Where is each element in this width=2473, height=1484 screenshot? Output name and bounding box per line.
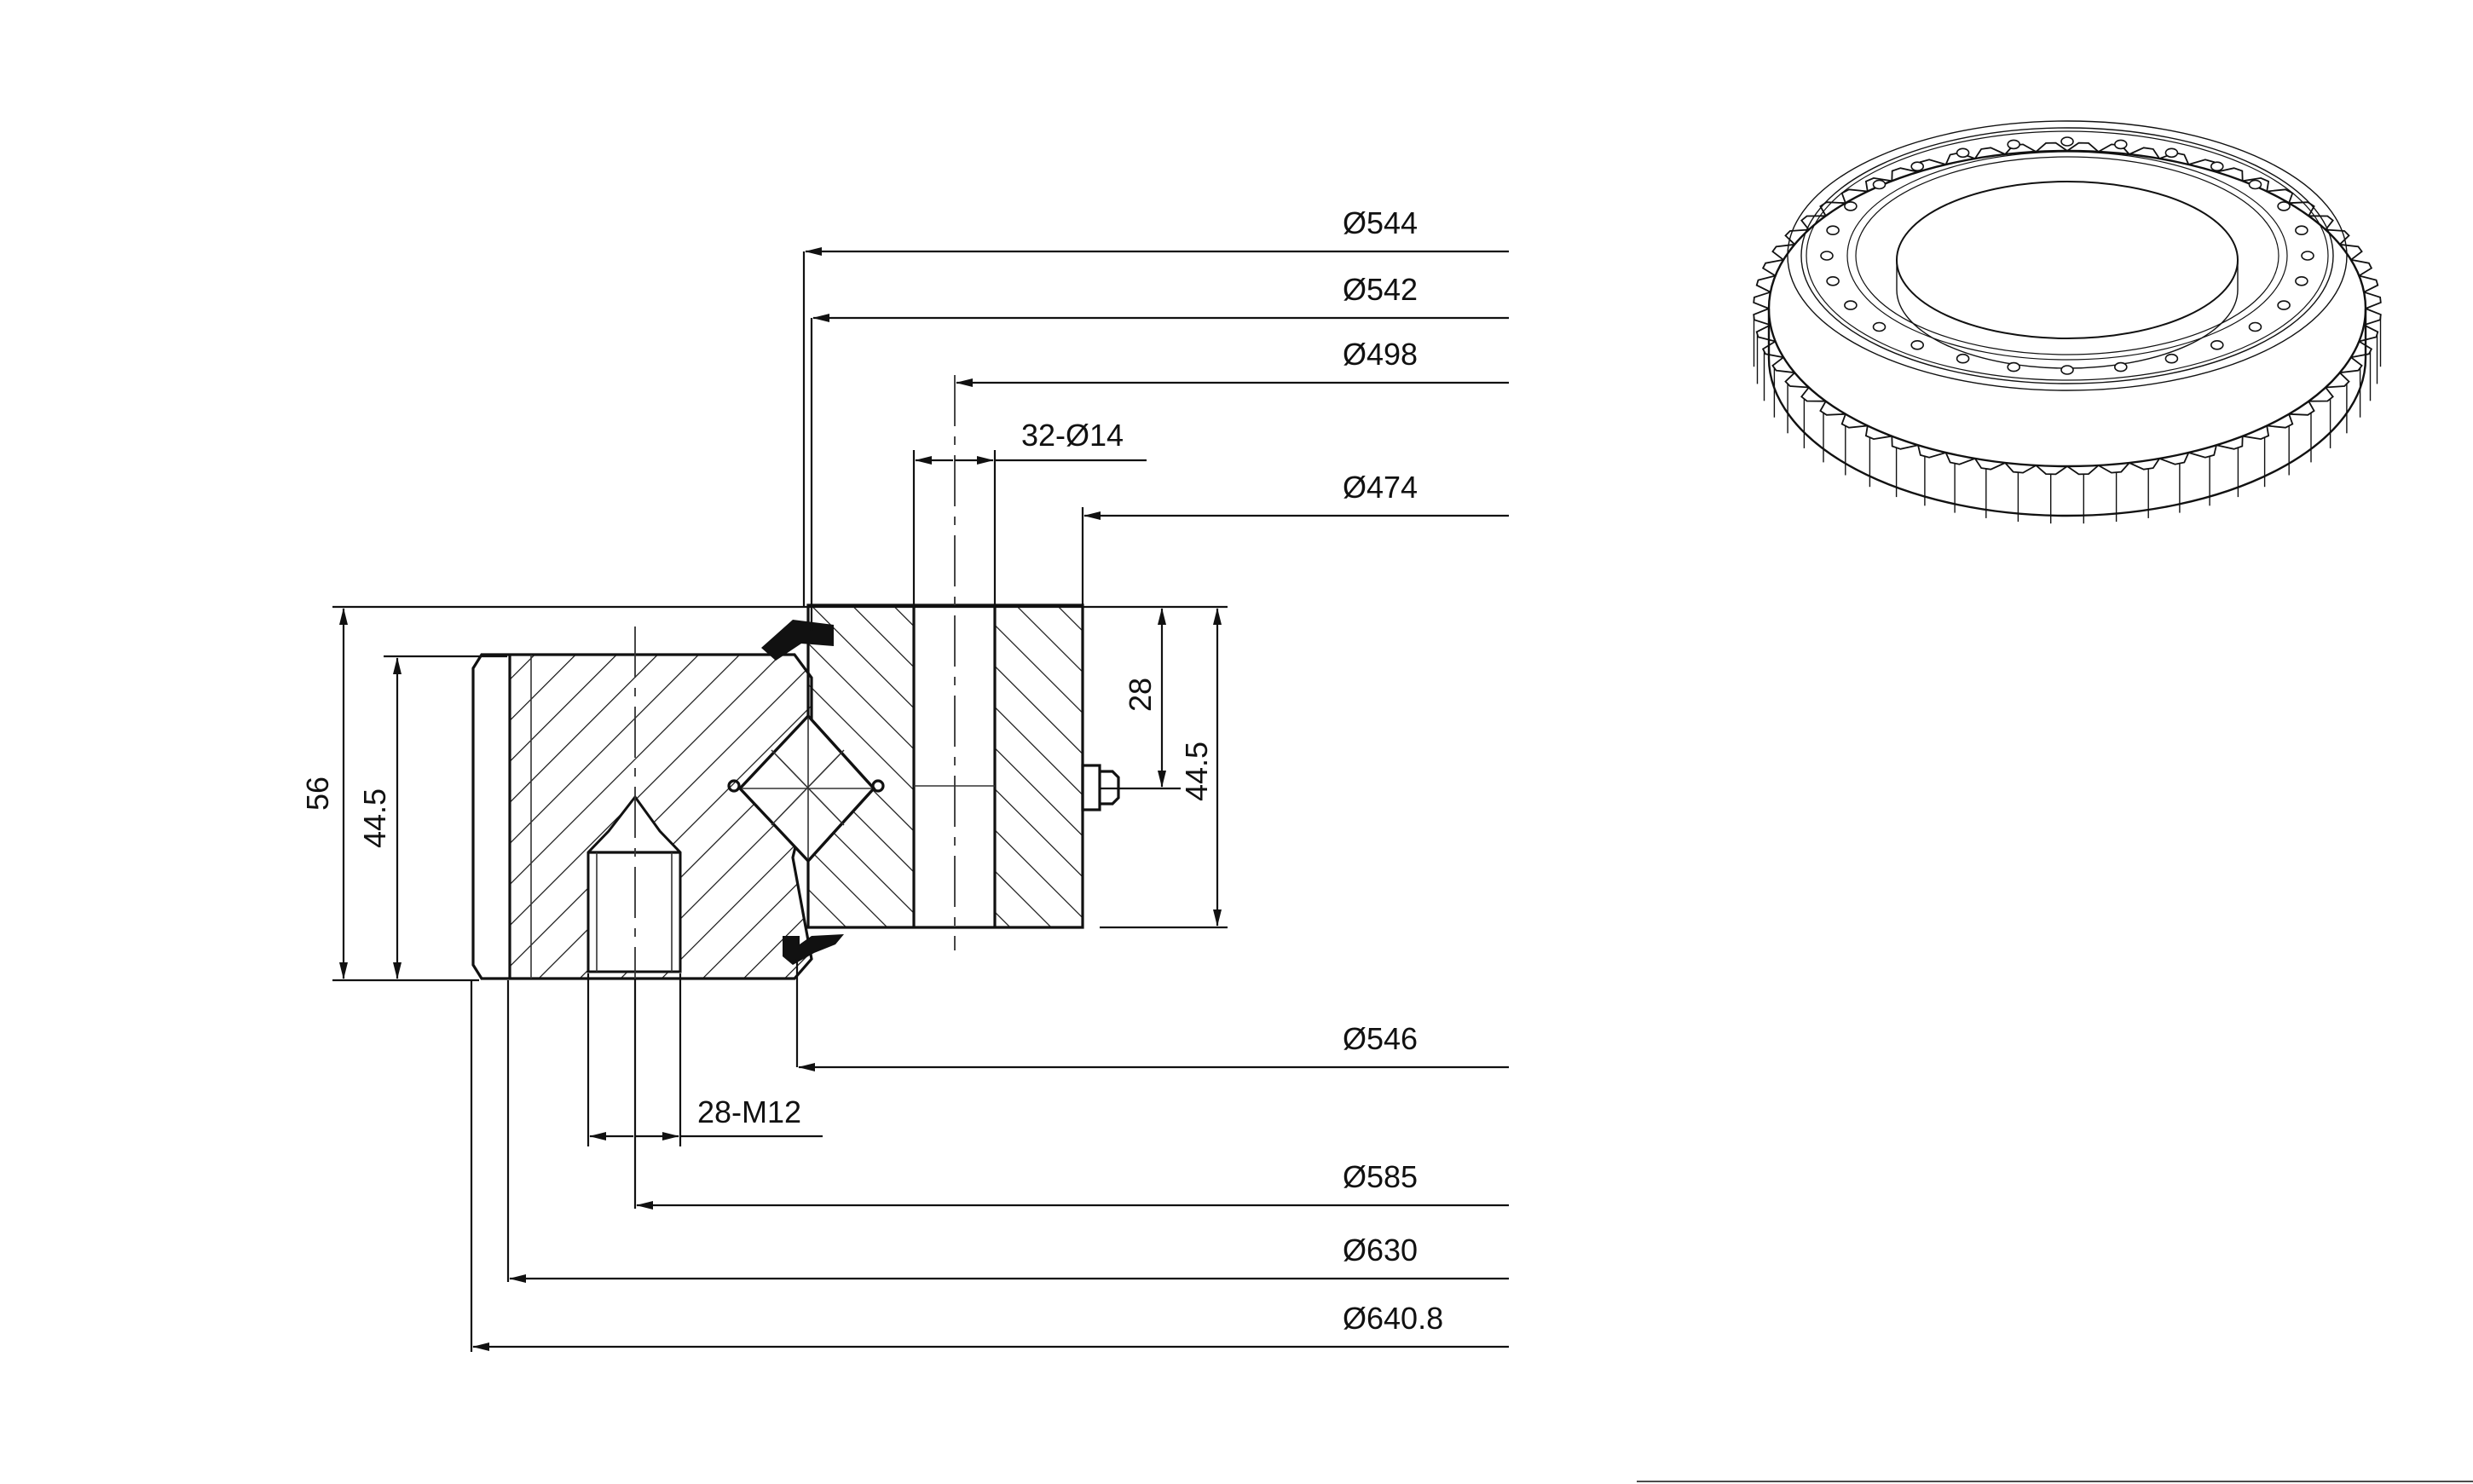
mounting-hole (2295, 275, 2308, 286)
dim-d474: Ø474 (1343, 470, 1418, 505)
height-dimensions: 56 44.5 28 44.5 (300, 605, 1228, 982)
gear-tooth (1761, 258, 1784, 277)
seals (761, 620, 844, 965)
mounting-hole (1820, 251, 1834, 261)
dim-threaded-holes: 28-M12 (697, 1094, 801, 1129)
cross-section (471, 375, 1120, 980)
gear-tooth (2363, 308, 2382, 326)
bearing-3d-view (1753, 120, 2382, 524)
mounting-hole (2210, 161, 2224, 171)
mounting-hole (2164, 147, 2179, 159)
dim-inner-ring-height: 44.5 (1179, 742, 1214, 801)
inner-ring-section (806, 375, 1120, 950)
dim-total-height: 56 (300, 777, 335, 811)
mounting-hole (1956, 353, 1970, 364)
mounting-hole (2277, 300, 2291, 310)
gear-tooth (1771, 243, 1795, 261)
mounting-hole (1872, 179, 1887, 190)
gear-tooth (2035, 141, 2068, 153)
gear-tooth (2066, 141, 2100, 153)
gear-tooth (1753, 291, 1771, 309)
mounting-hole (2277, 201, 2291, 211)
dim-inner-center-height: 28 (1123, 678, 1158, 712)
dim-d544: Ø544 (1343, 205, 1418, 240)
mounting-hole (1844, 201, 1858, 211)
dim-d630: Ø630 (1343, 1233, 1418, 1267)
mounting-hole (1910, 339, 1924, 350)
gear-tooth (2267, 188, 2294, 204)
gear-tooth (2363, 291, 2382, 309)
dim-through-holes: 32-Ø14 (1021, 418, 1124, 453)
mounting-hole (1844, 300, 1858, 310)
crossed-roller (727, 713, 885, 863)
mounting-hole (2164, 353, 2179, 364)
mounting-hole (2060, 136, 2074, 147)
mounting-hole (2210, 339, 2224, 350)
mounting-hole (1826, 225, 1840, 236)
mounting-hole (2114, 361, 2128, 372)
mounting-hole (2248, 179, 2262, 190)
mounting-hole (2248, 321, 2262, 332)
mounting-holes (1820, 136, 2314, 375)
dim-d640-8: Ø640.8 (1343, 1301, 1443, 1336)
dim-d542: Ø542 (1343, 272, 1418, 307)
dim-d498: Ø498 (1343, 337, 1418, 372)
mounting-hole (1872, 321, 1887, 332)
dim-d585: Ø585 (1343, 1159, 1418, 1194)
gear-tooth (1753, 308, 1771, 326)
gear-tooth (1974, 147, 2006, 159)
dim-outer-ring-height: 44.5 (357, 788, 392, 848)
mounting-hole (2060, 365, 2074, 375)
diameter-dimensions: Ø544 Ø542 Ø498 32-Ø14 Ø474 Ø546 28-M12 Ø… (470, 205, 1509, 1352)
gear-tooth (2129, 147, 2160, 159)
mounting-hole (1910, 161, 1924, 171)
gear-tooth (2339, 243, 2363, 261)
mounting-hole (2295, 225, 2308, 236)
dim-d546: Ø546 (1343, 1021, 1418, 1056)
gear-tooth (2350, 258, 2373, 277)
outer-ring-section (471, 627, 813, 980)
mounting-hole (2114, 139, 2128, 150)
mounting-hole (1956, 147, 1970, 159)
mounting-hole (2301, 251, 2314, 261)
mounting-hole (2007, 361, 2020, 372)
mounting-hole (2007, 139, 2020, 150)
gear-tooth (1840, 188, 1868, 204)
mounting-hole (1826, 275, 1840, 286)
